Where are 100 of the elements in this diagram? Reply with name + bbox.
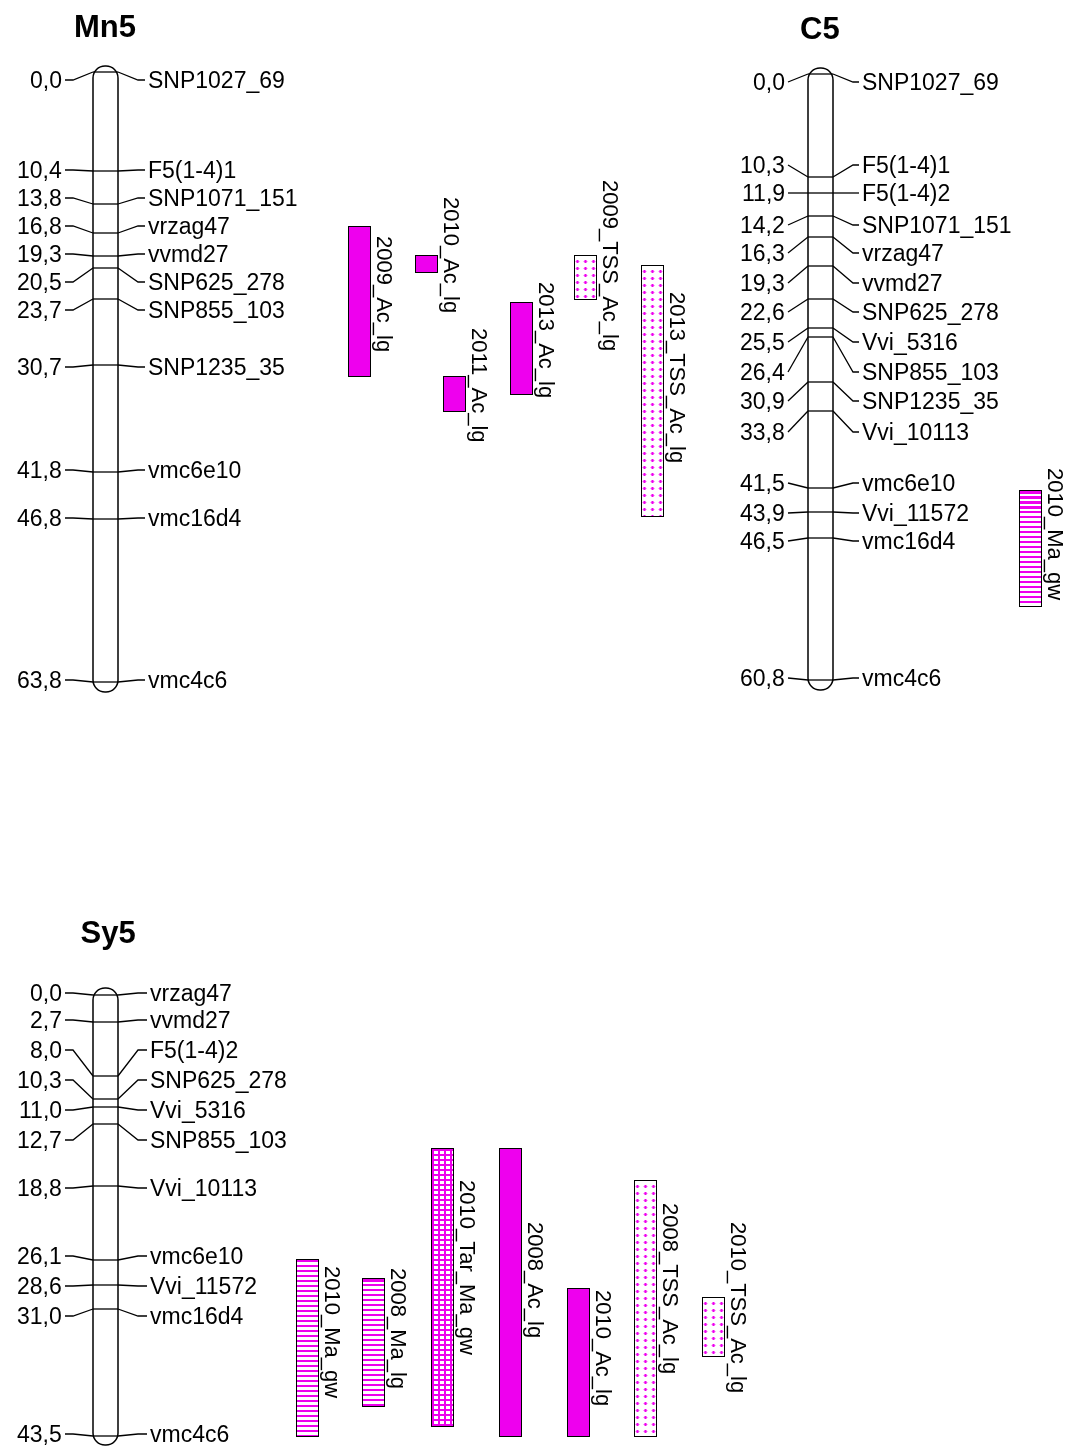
marker-name: SNP855_103 <box>862 359 999 385</box>
marker-name: Vvi_10113 <box>150 1175 257 1201</box>
position-label: 46,5 <box>740 528 785 554</box>
position-label: 28,6 <box>17 1273 62 1299</box>
qtl-bar <box>634 1180 657 1437</box>
position-label: 41,8 <box>17 457 62 483</box>
position-label: 8,0 <box>30 1037 62 1063</box>
qtl-bar <box>702 1297 725 1357</box>
position-label: 13,8 <box>17 185 62 211</box>
position-label: 46,8 <box>17 505 62 531</box>
position-label: 2,7 <box>30 1007 62 1033</box>
qtl-label: 2010_Tar_Ma_gw <box>455 1180 479 1355</box>
qtl-label: 2009_Ac_lg <box>372 236 396 353</box>
position-label: 10,3 <box>17 1067 62 1093</box>
position-label: 18,8 <box>17 1175 62 1201</box>
position-label: 30,7 <box>17 354 62 380</box>
marker-name: SNP1235_35 <box>148 354 285 380</box>
qtl-bar <box>362 1278 385 1407</box>
qtl-label: 2010_TSS_Ac_lg <box>726 1222 750 1394</box>
qtl-label: 2010_Ma_gw <box>1043 468 1065 601</box>
chromosome-title: Mn5 <box>74 10 136 44</box>
marker-name: vrzag47 <box>862 240 944 266</box>
qtl-label: 2013_Ac_lg <box>534 282 558 399</box>
position-label: 41,5 <box>740 470 785 496</box>
position-label: 20,5 <box>17 269 62 295</box>
qtl-bar <box>641 265 664 517</box>
position-label: 63,8 <box>17 667 62 693</box>
qtl-bar <box>499 1148 522 1437</box>
position-label: 12,7 <box>17 1127 62 1153</box>
marker-name: vmc6e10 <box>150 1243 244 1269</box>
qtl-label: 2013_TSS_Ac_lg <box>665 292 689 464</box>
qtl-label: 2008_Ma_lg <box>386 1268 410 1390</box>
qtl-bar <box>348 226 371 377</box>
marker-name: SNP1235_35 <box>862 388 999 414</box>
qtl-label: 2011_Ac_lg <box>467 328 491 443</box>
position-label: 43,5 <box>17 1421 62 1447</box>
qtl-label: 2008_TSS_Ac_lg <box>658 1203 682 1375</box>
qtl-label: 2009_TSS_Ac_lg <box>598 180 622 352</box>
position-label: 11,0 <box>19 1097 63 1123</box>
position-label: 0,0 <box>30 67 62 93</box>
position-label: 0,0 <box>753 69 785 95</box>
position-label: 11,9 <box>742 180 786 206</box>
qtl-bar <box>574 255 597 300</box>
marker-name: vmc6e10 <box>862 470 956 496</box>
qtl-label: 2010_Ac_lg <box>439 197 463 314</box>
marker-name: Vvi_5316 <box>150 1097 246 1123</box>
marker-name: F5(1-4)1 <box>862 152 951 178</box>
marker-name: vmc4c6 <box>150 1421 230 1447</box>
position-label: 10,3 <box>740 152 785 178</box>
position-label: 19,3 <box>740 270 785 296</box>
chromosome-title: Sy5 <box>80 916 136 950</box>
marker-name: SNP625_278 <box>150 1067 287 1093</box>
marker-name: F5(1-4)2 <box>862 180 951 206</box>
position-label: 31,0 <box>17 1303 62 1329</box>
marker-name: F5(1-4)2 <box>150 1037 239 1063</box>
marker-name: F5(1-4)1 <box>148 157 237 183</box>
qtl-bar <box>296 1259 319 1437</box>
chromosome-title: C5 <box>800 12 840 46</box>
marker-name: SNP855_103 <box>150 1127 287 1153</box>
marker-name: Vvi_11572 <box>150 1273 257 1299</box>
marker-name: vmc16d4 <box>150 1303 244 1329</box>
position-label: 14,2 <box>740 212 785 238</box>
marker-name: vmc6e10 <box>148 457 242 483</box>
position-label: 26,4 <box>740 359 785 385</box>
position-label: 33,8 <box>740 419 785 445</box>
qtl-bar <box>567 1288 590 1437</box>
position-label: 16,8 <box>17 213 62 239</box>
qtl-bar <box>443 376 466 412</box>
marker-name: SNP1027_69 <box>862 69 999 95</box>
marker-name: vvmd27 <box>150 1007 231 1033</box>
marker-name: vmc4c6 <box>862 665 942 691</box>
position-label: 0,0 <box>30 980 62 1006</box>
qtl-label: 2010_Ac_lg <box>591 1290 615 1407</box>
marker-name: vrzag47 <box>148 213 230 239</box>
marker-name: SNP625_278 <box>148 269 285 295</box>
marker-name: vmc16d4 <box>148 505 242 531</box>
marker-name: vmc16d4 <box>862 528 956 554</box>
marker-name: SNP1027_69 <box>148 67 285 93</box>
position-label: 10,4 <box>17 157 62 183</box>
marker-name: vvmd27 <box>862 270 943 296</box>
marker-name: vrzag47 <box>150 980 232 1006</box>
marker-name: SNP855_103 <box>148 297 285 323</box>
position-label: 30,9 <box>740 388 785 414</box>
qtl-bar <box>510 302 533 395</box>
marker-name: Vvi_10113 <box>862 419 969 445</box>
position-label: 60,8 <box>740 665 785 691</box>
marker-name: Vvi_11572 <box>862 500 969 526</box>
position-label: 19,3 <box>17 241 62 267</box>
position-label: 22,6 <box>740 299 785 325</box>
position-label: 26,1 <box>17 1243 62 1269</box>
marker-name: SNP1071_151 <box>148 185 298 211</box>
marker-name: SNP625_278 <box>862 299 999 325</box>
position-label: 25,5 <box>740 329 785 355</box>
qtl-label: 2008_Ac_lg <box>523 1222 547 1339</box>
qtl-label: 2010_Ma_gw <box>320 1266 344 1399</box>
marker-name: vmc4c6 <box>148 667 228 693</box>
position-label: 23,7 <box>17 297 62 323</box>
marker-name: SNP1071_151 <box>862 212 1012 238</box>
qtl-bar <box>415 255 438 273</box>
position-label: 16,3 <box>740 240 785 266</box>
